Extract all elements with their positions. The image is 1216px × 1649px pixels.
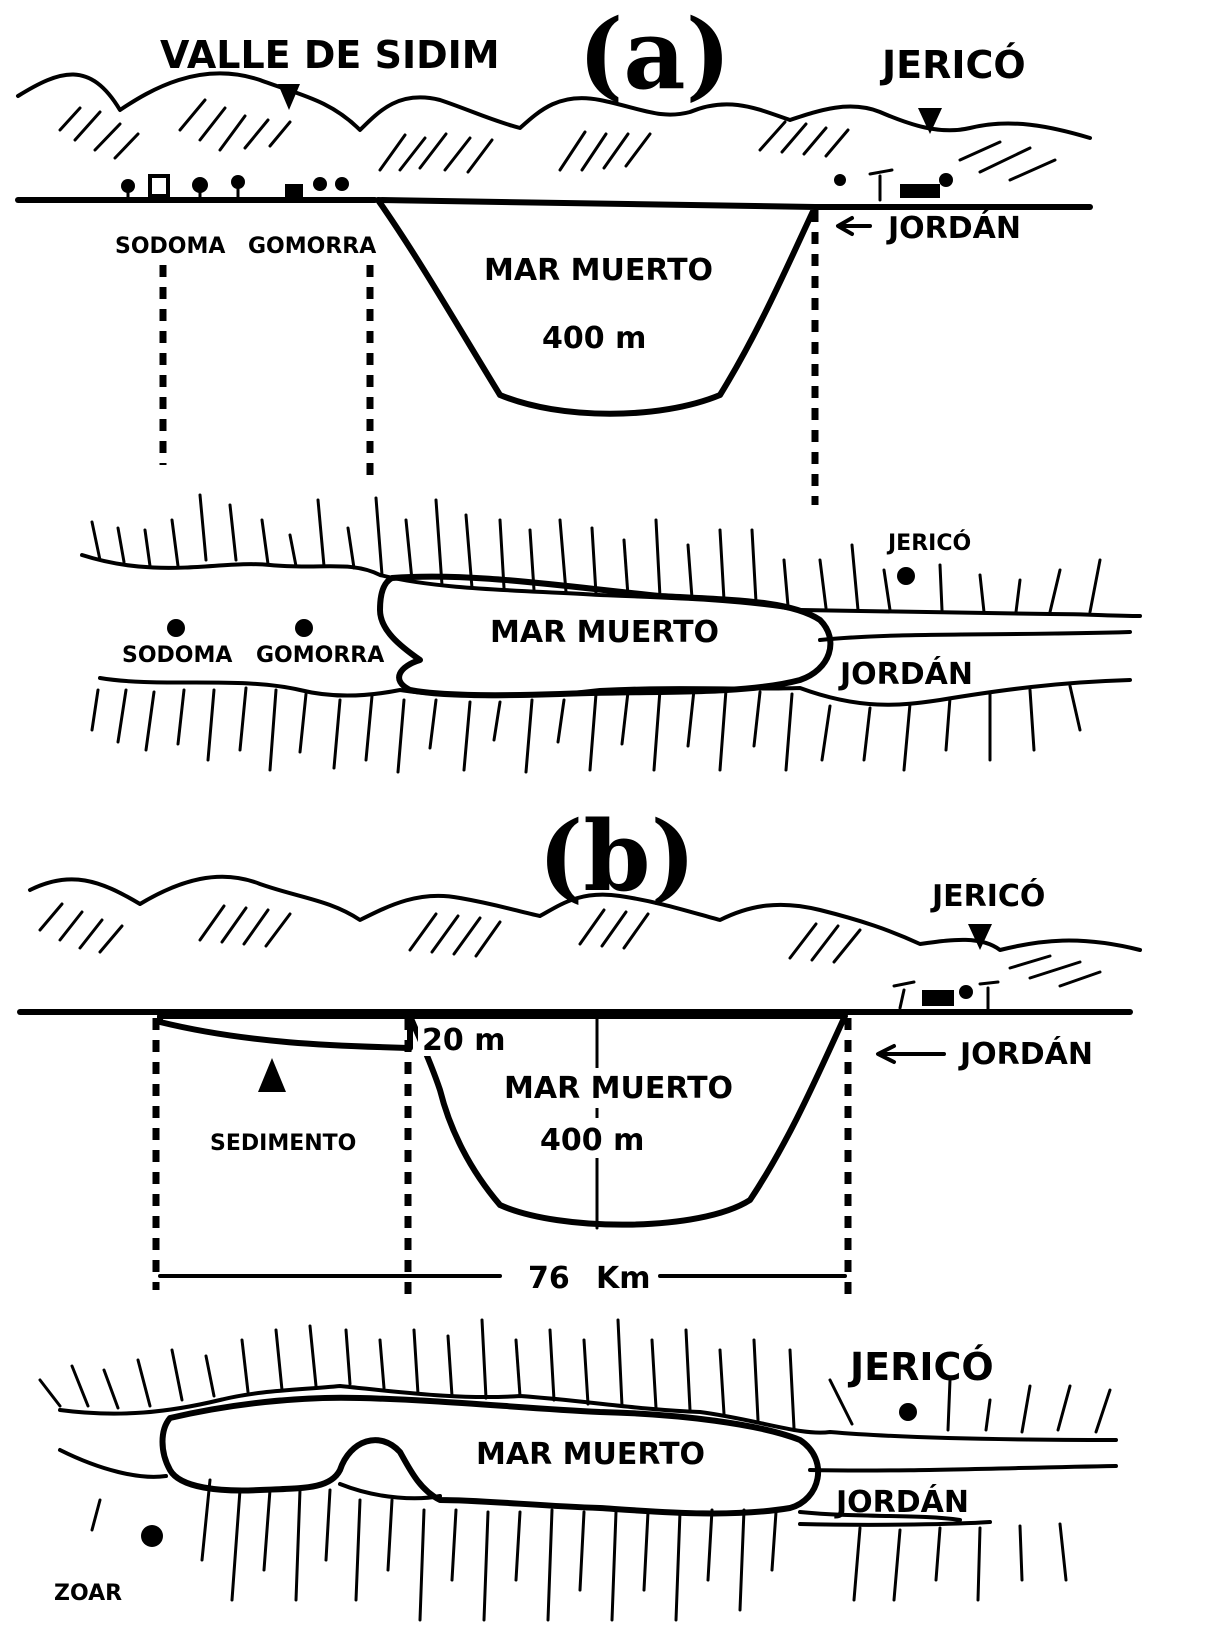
map-gomorra-label-a: GOMORRA	[256, 643, 384, 668]
valle-marker-arrow	[278, 84, 300, 110]
map-zoar-label: ZOAR	[54, 1581, 122, 1606]
jordan-arrow-a	[838, 218, 870, 234]
valle-de-sidim-label: VALLE DE SIDIM	[160, 33, 500, 77]
figure-a: (a) VALLE	[18, 0, 1140, 772]
shallow-depth-label: 20 m	[422, 1023, 505, 1058]
map-jerico-label-a: JERICÓ	[886, 530, 971, 556]
city-icons-jerico-b	[894, 982, 998, 1010]
map-view-a: MAR MUERTO SODOMA GOMORRA JERICÓ JORDÁN	[82, 495, 1140, 772]
mountain-hatching-a	[60, 100, 1055, 180]
map-jordan-label-b: JORDÁN	[834, 1484, 969, 1520]
map-view-b: MAR MUERTO JERICÓ JORDÁN ZOAR	[40, 1320, 1116, 1620]
distance-value: 76	[528, 1261, 570, 1296]
mar-muerto-label-b: MAR MUERTO	[504, 1071, 733, 1106]
map-mar-muerto-label-a: MAR MUERTO	[490, 615, 719, 650]
jordan-label-a: JORDÁN	[886, 210, 1021, 246]
sediment-marker	[258, 1058, 286, 1092]
depth-label-b: 400 m	[540, 1123, 644, 1158]
map-hatching-south-a	[92, 686, 1080, 772]
depth-label-a: 400 m	[542, 321, 646, 356]
jerico-label-b: JERICÓ	[930, 877, 1045, 914]
shallow-basin-b	[160, 1016, 410, 1048]
map-jerico-dot-b	[899, 1403, 917, 1421]
map-sodoma-label-a: SODOMA	[122, 643, 232, 668]
jerico-label-a: JERICÓ	[879, 43, 1026, 87]
dead-sea-basin-a	[378, 200, 815, 414]
panel-label-a: (a)	[578, 0, 731, 111]
map-mar-muerto-label-b: MAR MUERTO	[476, 1437, 705, 1472]
gomorra-label-a: GOMORRA	[248, 234, 376, 259]
jerico-marker-arrow-b	[968, 924, 992, 950]
map-jordan-bank-a	[820, 632, 1130, 640]
sedimento-label: SEDIMENTO	[210, 1131, 356, 1156]
jordan-arrow-b	[878, 1046, 944, 1062]
map-jordan-label-a: JORDÁN	[838, 656, 973, 692]
figure-b: (b) JERICÓ JORDÁN SEDIMENTO 20 m	[20, 800, 1140, 1620]
map-sodoma-dot	[167, 619, 185, 637]
map-jerico-label-b: JERICÓ	[847, 1345, 994, 1389]
sodoma-label-a: SODOMA	[115, 234, 225, 259]
distance-unit: Km	[596, 1261, 651, 1296]
map-jerico-dot-a	[897, 567, 915, 585]
map-gomorra-dot	[295, 619, 313, 637]
mountain-hatching-b	[40, 904, 1100, 986]
jordan-label-b: JORDÁN	[958, 1036, 1093, 1072]
city-icons-sodoma-gomorra	[121, 175, 349, 200]
city-icons-jerico-a	[834, 170, 953, 200]
map-zoar-dot	[141, 1525, 163, 1547]
mar-muerto-label-a: MAR MUERTO	[484, 253, 713, 288]
